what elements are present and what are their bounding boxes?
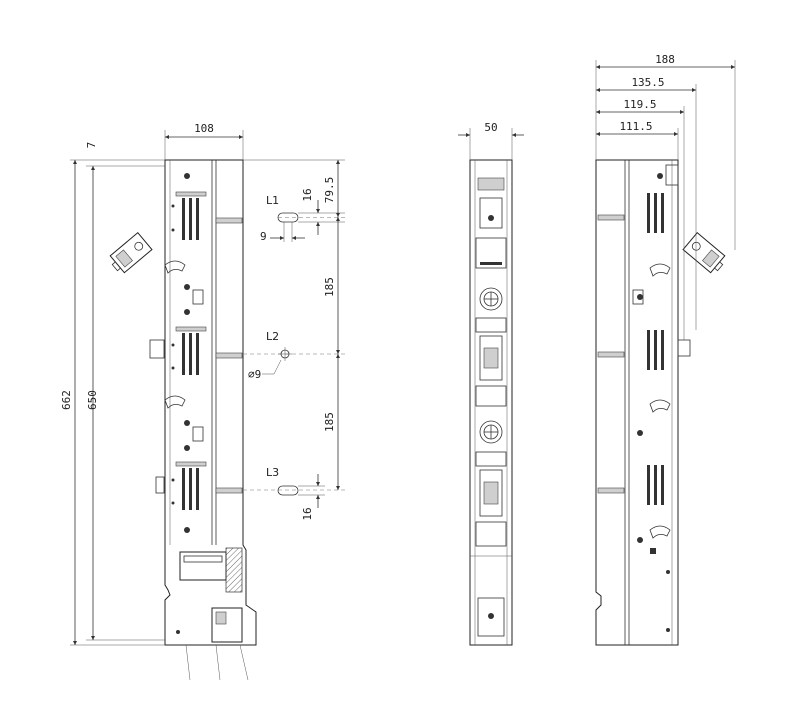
dim-50-label: 50 xyxy=(484,121,497,134)
l2-label: L2 xyxy=(266,330,279,343)
dim-135-5-label: 135.5 xyxy=(631,76,664,89)
dim-662-label: 662 xyxy=(60,390,73,410)
l3-label: L3 xyxy=(266,466,279,479)
rail-teeth-right xyxy=(597,214,625,494)
fuse-disc-lower xyxy=(479,420,503,444)
lever-handle xyxy=(109,232,153,274)
dim-108: 108 xyxy=(164,122,244,160)
dim-79-5: 79.5 xyxy=(243,159,345,217)
dim-diameter-9-label: ⌀9 xyxy=(248,368,261,381)
dim-185-lower-label: 185 xyxy=(323,412,336,432)
dim-119-5-label: 119.5 xyxy=(623,98,656,111)
dim-16-lower-label: 16 xyxy=(301,507,314,520)
front-view: 50 xyxy=(458,121,524,646)
dim-119-5: 119.5 xyxy=(596,98,685,340)
l2-hole: L2 ⌀9 xyxy=(248,330,292,381)
lever-handle-right xyxy=(682,232,726,274)
screw-details xyxy=(149,173,204,533)
dim-185-upper-label: 185 xyxy=(323,277,336,297)
fuse-disc-upper xyxy=(479,287,503,311)
rail-teeth xyxy=(215,217,243,494)
dim-188: 188 xyxy=(595,53,736,250)
dim-135-5: 135.5 xyxy=(596,76,697,330)
dim-16-upper-label: 16 xyxy=(301,188,314,201)
contact-comb-middle xyxy=(175,326,207,375)
dim-111-5: 111.5 xyxy=(596,120,679,160)
dim-650-label: 650 xyxy=(86,390,99,410)
dim-50: 50 xyxy=(458,121,524,160)
dim-79-5-label: 79.5 xyxy=(323,177,336,204)
dim-185-lower: 185 xyxy=(243,354,345,491)
dim-111-5-label: 111.5 xyxy=(619,120,652,133)
dim-108-label: 108 xyxy=(194,122,214,135)
contact-comb-lower xyxy=(175,461,207,510)
busbar-detail: L1 9 16 79.5 185 L2 xyxy=(243,159,345,521)
dim-662: 662 xyxy=(60,160,165,646)
dim-7: 7 xyxy=(70,142,165,167)
dim-650: 650 xyxy=(86,166,165,641)
l1-label: L1 xyxy=(266,194,279,207)
dim-188-label: 188 xyxy=(655,53,675,66)
screw-details-right xyxy=(632,164,691,632)
l3-slot: L3 16 xyxy=(266,466,325,521)
terminal-block xyxy=(176,547,249,681)
l1-slot: L1 9 16 xyxy=(260,188,345,243)
left-side-view: 108 7 662 650 xyxy=(60,122,257,681)
dim-185-upper: 185 xyxy=(243,217,345,355)
contact-comb-right xyxy=(647,193,664,505)
right-side-view: 188 135.5 119.5 111.5 xyxy=(595,53,736,646)
contact-comb-upper xyxy=(175,191,207,240)
dim-9-label: 9 xyxy=(260,230,267,243)
dim-7-label: 7 xyxy=(85,142,98,149)
